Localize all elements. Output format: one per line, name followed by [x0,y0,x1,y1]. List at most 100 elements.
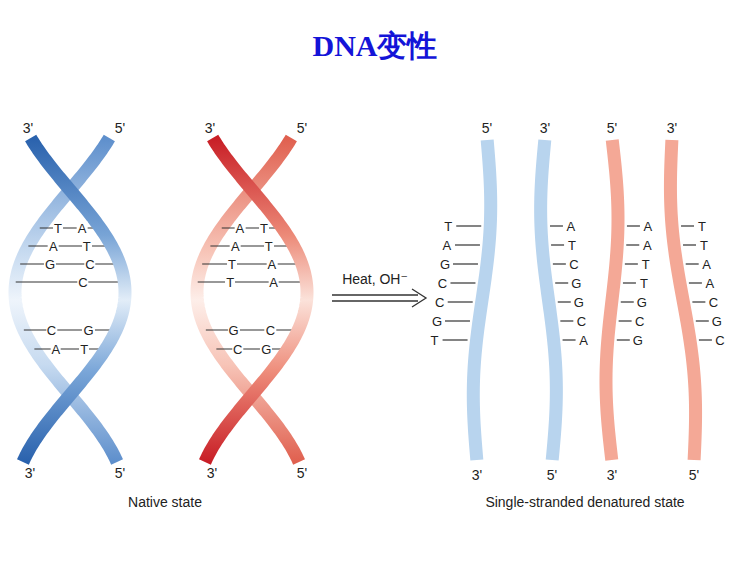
base-letter: T [443,220,453,233]
base-letter: G [573,296,585,309]
base-letter: A [268,276,279,289]
base-bond-line [222,227,282,228]
base-bond-line [686,263,699,264]
base-letter: G [44,258,56,271]
strand-end-label: 5' [607,121,617,135]
strand-end-label: 3' [25,466,35,480]
base-bond-line [625,263,638,264]
strand-end-label: 3' [607,468,617,482]
base-letter: C [634,315,645,328]
base-letter: G [260,343,272,356]
base-bond-line [555,282,568,283]
base-bond-line [623,282,636,283]
base-bond-line [681,225,694,226]
base-bond-line [206,329,298,330]
base-letter: A [701,258,712,271]
base-letter: T [225,276,235,289]
base-letter: T [53,222,63,235]
base-bond-line [456,225,481,226]
base-bond-line [689,282,702,283]
base-bond-line [453,263,478,264]
base-bond-line [619,320,632,321]
base-letter: G [439,258,451,271]
base-letter: T [79,343,89,356]
base-letter: T [567,239,577,252]
base-letter: A [705,277,716,290]
base-bond-line [445,320,470,321]
base-letter: A [643,220,654,233]
base-letter: G [636,296,648,309]
base-letter: T [639,277,649,290]
base-letter: C [77,276,88,289]
base-bond-line [198,281,307,282]
base-bond-line [28,245,111,246]
strand-end-label: 3' [205,121,215,135]
base-bond-line [34,348,105,349]
base-bond-line [550,225,563,226]
reaction-arrow [332,289,426,307]
strand-end-label: 3' [540,121,550,135]
base-letter: T [82,240,92,253]
base-bond-line [448,301,473,302]
state-caption: Single-stranded denatured state [485,495,684,509]
strand-end-label: 5' [115,466,125,480]
base-bond-line [558,301,571,302]
base-bond-line [627,225,640,226]
base-letter: G [711,315,723,328]
base-bond-line [202,263,302,264]
strand-end-label: 5' [689,468,699,482]
base-bond-line [696,320,709,321]
strand-end-label: 5' [547,468,557,482]
arrow-line [332,300,418,301]
base-bond-line [455,244,480,245]
base-bond-line [683,244,696,245]
base-letter: C [708,296,719,309]
base-bond-line [20,263,120,264]
base-bond-line [40,227,100,228]
strand-end-label: 5' [297,121,307,135]
base-bond-line [210,245,293,246]
base-bond-line [563,339,576,340]
dna-strand-ribbon [541,140,557,460]
base-letter: A [235,222,246,235]
arrow-head [412,289,426,307]
strand-end-label: 3' [207,466,217,480]
strand-end-label: 5' [115,121,125,135]
slide-title: DNA变性 [313,29,438,62]
base-letter: A [267,258,278,271]
base-letter: G [570,277,582,290]
state-caption: Native state [128,495,202,509]
base-letter: A [48,240,59,253]
base-letter: T [697,220,707,233]
base-letter: T [430,334,440,347]
base-letter: A [50,343,61,356]
base-bond-line [216,348,287,349]
dna-strand-ribbon [205,138,307,462]
base-letter: T [259,222,269,235]
base-bond-line [551,244,564,245]
base-bond-line [24,329,116,330]
base-bond-line [553,263,566,264]
base-bond-line [443,339,468,340]
dna-strand-ribbon [606,140,618,460]
base-letter: C [576,315,587,328]
arrow-line [332,294,418,295]
strand-end-label: 3' [23,121,33,135]
base-letter: A [566,220,577,233]
base-letter: T [227,258,237,271]
base-letter: T [699,239,709,252]
base-bond-line [626,244,639,245]
strand-end-label: 3' [472,468,482,482]
base-letter: C [84,258,95,271]
dna-strand-ribbon [670,140,695,460]
base-letter: T [264,240,274,253]
base-letter: G [82,324,94,337]
strand-end-label: 5' [482,121,492,135]
base-letter: G [227,324,239,337]
base-bond-line [621,301,634,302]
base-letter: A [642,239,653,252]
base-letter: A [230,240,241,253]
base-bond-line [560,320,573,321]
base-letter: A [578,334,589,347]
base-letter: C [265,324,276,337]
